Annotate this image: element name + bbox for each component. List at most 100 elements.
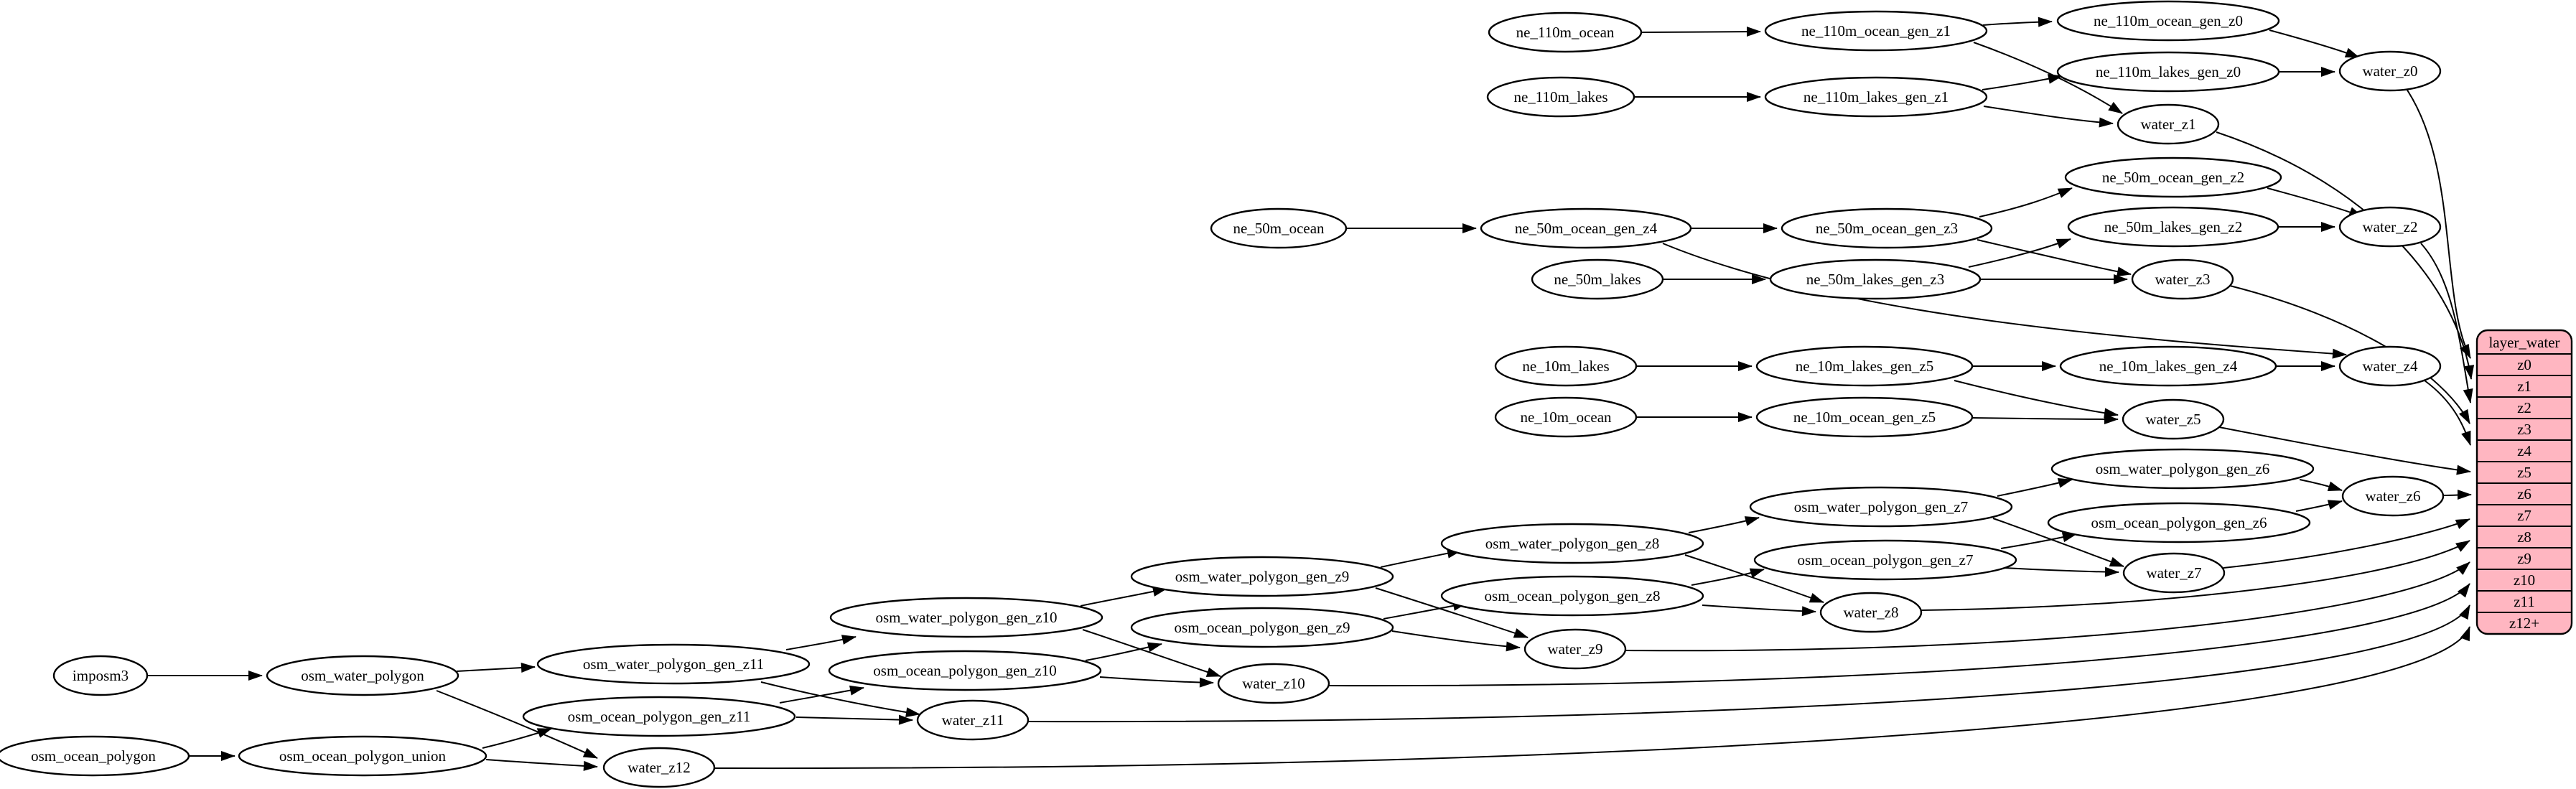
node-osm_water_polygon_gen_z8: osm_water_polygon_gen_z8 xyxy=(1440,523,1704,564)
osm_water_polygon_gen_z9-ellipse xyxy=(1130,556,1394,597)
node-water_z2: water_z2 xyxy=(2338,206,2442,248)
osm_ocean_polygon_gen_z11-ellipse xyxy=(522,696,796,737)
edge-osm_ocean_polygon_union-osm_ocean_polygon_gen_z11 xyxy=(482,728,552,749)
node-label: water_z6 xyxy=(2366,487,2421,505)
table-row-z2: z2 xyxy=(2517,399,2531,416)
edge-ne_10m_lakes_gen_z5-water_z5 xyxy=(1954,380,2119,419)
osm_ocean_polygon_gen_z7-ellipse xyxy=(1753,539,2017,581)
node-ne_50m_ocean_gen_z2: ne_50m_ocean_gen_z2 xyxy=(2064,157,2282,198)
node-label: water_z3 xyxy=(2155,271,2211,288)
node-label: osm_ocean_polygon_gen_z10 xyxy=(873,662,1056,679)
node-ne_110m_lakes_gen_z1: ne_110m_lakes_gen_z1 xyxy=(1764,76,1988,118)
node-water_z11: water_z11 xyxy=(916,699,1030,741)
node-ne_50m_ocean_gen_z4: ne_50m_ocean_gen_z4 xyxy=(1480,207,1692,249)
node-label: ne_10m_lakes_gen_z4 xyxy=(2099,358,2238,375)
ne_50m_ocean_gen_z3-ellipse xyxy=(1781,207,1993,249)
osm_ocean_polygon_gen_z6-ellipse xyxy=(2047,502,2311,543)
node-label: ne_50m_ocean_gen_z3 xyxy=(1816,220,1958,237)
ne_50m_lakes_gen_z2-ellipse xyxy=(2067,206,2279,248)
ne_10m_lakes_gen_z4-ellipse xyxy=(2059,345,2277,387)
water_z3-ellipse xyxy=(2131,258,2234,300)
node-water_z12: water_z12 xyxy=(602,747,716,788)
water_z2-ellipse xyxy=(2338,206,2442,248)
node-label: osm_water_polygon_gen_z11 xyxy=(583,655,764,673)
ne_50m_lakes_gen_z3-ellipse xyxy=(1769,258,1982,300)
node-osm_ocean_polygon_union: osm_ocean_polygon_union xyxy=(238,735,487,777)
edge-osm_ocean_polygon_gen_z7-water_z7 xyxy=(2003,566,2119,577)
node-ne_110m_ocean_gen_z0: ne_110m_ocean_gen_z0 xyxy=(2056,0,2280,42)
edge-osm_water_polygon_gen_z8-water_z8 xyxy=(1684,554,1824,603)
node-label: osm_ocean_polygon_union xyxy=(279,747,447,765)
layer-water-table-frame xyxy=(2475,329,2573,635)
node-label: ne_50m_lakes xyxy=(1554,271,1641,288)
edge-water_z0-layer_water_z0 xyxy=(2406,88,2471,359)
node-ne_10m_lakes_gen_z5: ne_10m_lakes_gen_z5 xyxy=(1755,345,1974,387)
node-osm_water_polygon_gen_z7: osm_water_polygon_gen_z7 xyxy=(1749,486,2013,528)
edge-osm_ocean_polygon_gen_z8-osm_ocean_polygon_gen_z7 xyxy=(1691,568,1765,586)
node-label: ne_10m_lakes xyxy=(1522,358,1609,375)
edge-osm_water_polygon_gen_z9-osm_water_polygon_gen_z8 xyxy=(1380,548,1462,568)
node-label: osm_ocean_polygon_gen_z9 xyxy=(1175,619,1350,636)
node-osm_water_polygon_gen_z6: osm_water_polygon_gen_z6 xyxy=(2050,448,2315,490)
edge-osm_ocean_polygon_gen_z6-water_z6 xyxy=(2295,500,2343,512)
water_z12-ellipse xyxy=(602,747,716,788)
node-osm_ocean_polygon_gen_z6: osm_ocean_polygon_gen_z6 xyxy=(2047,502,2311,543)
node-label: osm_water_polygon_gen_z8 xyxy=(1485,535,1660,552)
node-osm_water_polygon_gen_z10: osm_water_polygon_gen_z10 xyxy=(829,597,1103,638)
edge-osm_water_polygon_gen_z9-water_z9 xyxy=(1375,587,1529,638)
node-label: osm_ocean_polygon xyxy=(31,747,156,765)
water_z0-ellipse xyxy=(2338,50,2442,92)
node-label: osm_ocean_polygon_gen_z11 xyxy=(568,708,751,725)
table-row-z4: z4 xyxy=(2517,442,2531,459)
node-label: osm_ocean_polygon_gen_z7 xyxy=(1798,551,1974,569)
edge-ne_110m_ocean_gen_z1-ne_110m_ocean_gen_z0 xyxy=(1982,17,2053,27)
osm_ocean_polygon_gen_z9-ellipse xyxy=(1130,607,1394,648)
node-water_z8: water_z8 xyxy=(1819,592,1923,633)
node-water_z7: water_z7 xyxy=(2122,552,2226,594)
node-osm_water_polygon_gen_z11: osm_water_polygon_gen_z11 xyxy=(536,643,811,685)
water_z9-ellipse xyxy=(1523,628,1627,670)
edge-ne_110m_lakes_gen_z1-water_z1 xyxy=(1983,106,2114,128)
edge-water_z5-layer_water_z5 xyxy=(2218,426,2471,475)
node-label: water_z2 xyxy=(2363,218,2418,235)
edge-osm_water_polygon_gen_z10-water_z10 xyxy=(1082,629,1221,677)
edge-osm_ocean_polygon_gen_z7-osm_ocean_polygon_gen_z6 xyxy=(2000,532,2077,549)
node-ne_10m_lakes: ne_10m_lakes xyxy=(1494,345,1638,387)
node-water_z6: water_z6 xyxy=(2341,475,2445,517)
node-ne_10m_ocean_gen_z5: ne_10m_ocean_gen_z5 xyxy=(1755,396,1974,438)
ne_110m_lakes_gen_z1-ellipse xyxy=(1764,76,1988,118)
edge-osm_ocean_polygon_gen_z11-water_z11 xyxy=(795,714,913,725)
osm_water_polygon_gen_z11-ellipse xyxy=(536,643,811,685)
node-osm_ocean_polygon_gen_z7: osm_ocean_polygon_gen_z7 xyxy=(1753,539,2017,581)
node-ne_110m_lakes: ne_110m_lakes xyxy=(1486,76,1635,118)
edge-water_z4-layer_water_z4 xyxy=(2424,380,2471,446)
node-label: osm_water_polygon_gen_z6 xyxy=(2096,460,2270,477)
node-label: water_z4 xyxy=(2363,358,2418,375)
osm_water_polygon_gen_z6-ellipse xyxy=(2050,448,2315,490)
water_z5-ellipse xyxy=(2122,398,2225,440)
node-osm_ocean_polygon_gen_z11: osm_ocean_polygon_gen_z11 xyxy=(522,696,796,737)
node-imposm3: imposm3 xyxy=(52,655,149,696)
node-label: ne_110m_ocean_gen_z0 xyxy=(2094,12,2243,29)
node-label: ne_110m_lakes xyxy=(1513,88,1607,106)
edge-ne_50m_ocean_gen_z3-ne_50m_ocean_gen_z2 xyxy=(1979,187,2073,218)
node-label: osm_ocean_polygon_gen_z8 xyxy=(1485,587,1661,604)
edge-ne_50m_ocean_gen_z2-water_z2 xyxy=(2267,187,2363,218)
edge-ne_50m_lakes_gen_z3-ne_50m_lakes_gen_z2 xyxy=(1968,238,2071,268)
node-label: ne_110m_lakes_gen_z0 xyxy=(2096,63,2241,80)
node-water_z1: water_z1 xyxy=(2117,103,2220,145)
node-label: ne_50m_lakes_gen_z3 xyxy=(1806,271,1944,288)
water_z7-ellipse xyxy=(2122,552,2226,594)
node-ne_110m_ocean_gen_z1: ne_110m_ocean_gen_z1 xyxy=(1764,10,1988,52)
imposm3-ellipse xyxy=(52,655,149,696)
water_z6-ellipse xyxy=(2341,475,2445,517)
node-ne_50m_lakes_gen_z3: ne_50m_lakes_gen_z3 xyxy=(1769,258,1982,300)
ne_50m_lakes-ellipse xyxy=(1531,258,1664,300)
table-row-z3: z3 xyxy=(2517,421,2531,438)
node-osm_ocean_polygon_gen_z9: osm_ocean_polygon_gen_z9 xyxy=(1130,607,1394,648)
edge-ne_50m_ocean_gen_z3-water_z3 xyxy=(1977,239,2132,277)
node-ne_110m_ocean: ne_110m_ocean xyxy=(1488,11,1643,53)
edge-osm_water_polygon_gen_z11-water_z11 xyxy=(760,681,920,718)
node-label: water_z8 xyxy=(1844,604,1899,621)
